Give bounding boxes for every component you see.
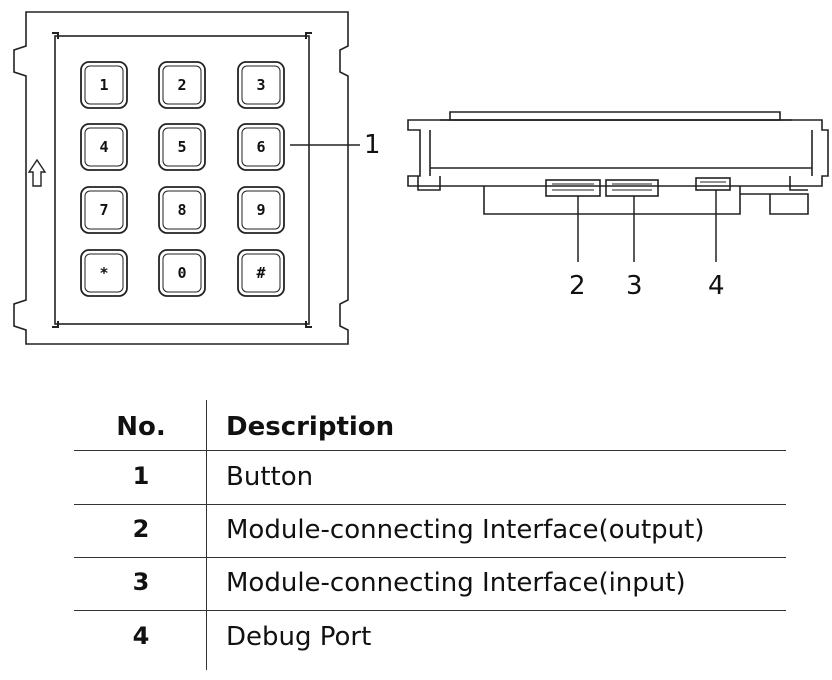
keypad-key-label: 7 bbox=[99, 201, 108, 219]
output-connector bbox=[545, 179, 601, 197]
keypad-key: 8 bbox=[158, 186, 206, 234]
keypad-key: 2 bbox=[158, 61, 206, 109]
keypad-key: 5 bbox=[158, 123, 206, 171]
keypad-key: 4 bbox=[80, 123, 128, 171]
callout-2-label: 2 bbox=[569, 271, 586, 301]
keypad-module-diagram: 1 2 3 4 5 6 7 8 9 * 0 # 1 2 3 4 bbox=[13, 11, 829, 345]
keypad-key-label: 8 bbox=[177, 201, 186, 219]
table-rule bbox=[74, 450, 786, 451]
front-view bbox=[13, 11, 349, 345]
front-outer-frame bbox=[13, 11, 349, 345]
side-bottom-board bbox=[483, 186, 741, 215]
table-rule bbox=[74, 610, 786, 611]
keypad-key-label: 1 bbox=[99, 76, 108, 94]
keypad-key-label: 4 bbox=[99, 138, 108, 156]
keypad-key: 0 bbox=[158, 249, 206, 297]
keypad-key-label: 5 bbox=[177, 138, 186, 156]
keypad-key: * bbox=[80, 249, 128, 297]
row-no: 1 bbox=[132, 462, 150, 490]
row-description: Module-connecting Interface(input) bbox=[226, 568, 686, 598]
row-no: 3 bbox=[132, 568, 150, 596]
keypad-key: 3 bbox=[237, 61, 285, 109]
table-rule bbox=[74, 504, 786, 505]
row-no: 2 bbox=[132, 515, 150, 543]
header-description: Description bbox=[226, 412, 395, 442]
keypad-key: # bbox=[237, 249, 285, 297]
keypad-keys: 1 2 3 4 5 6 7 8 9 * 0 # bbox=[80, 61, 285, 297]
keypad-key-label: 9 bbox=[256, 201, 265, 219]
keypad-key-label: 3 bbox=[256, 76, 265, 94]
callout-4-label: 4 bbox=[708, 271, 725, 301]
keypad-key-label: # bbox=[256, 264, 265, 282]
callout-3-label: 3 bbox=[626, 271, 643, 301]
table-header-row: No. Description bbox=[74, 410, 786, 450]
row-no: 4 bbox=[132, 622, 150, 650]
keypad-key: 1 bbox=[80, 61, 128, 109]
legend-table: No. Description 1 Button 2 Module-connec… bbox=[74, 400, 786, 670]
row-description: Debug Port bbox=[226, 622, 372, 652]
row-description: Module-connecting Interface(output) bbox=[226, 515, 705, 545]
table-rule bbox=[74, 557, 786, 558]
up-arrow-icon bbox=[27, 158, 47, 187]
row-description: Button bbox=[226, 462, 314, 492]
side-main-body bbox=[407, 119, 829, 187]
side-view bbox=[407, 111, 829, 215]
keypad-key: 9 bbox=[237, 186, 285, 234]
callout-1-label: 1 bbox=[364, 130, 381, 160]
table-column-divider bbox=[206, 400, 207, 670]
keypad-key-label: 2 bbox=[177, 76, 186, 94]
header-no: No. bbox=[116, 412, 166, 442]
keypad-key: 7 bbox=[80, 186, 128, 234]
front-inner-panel bbox=[54, 35, 310, 325]
debug-connector bbox=[695, 177, 731, 191]
keypad-key-label: 0 bbox=[177, 264, 186, 282]
keypad-key-label: 6 bbox=[256, 138, 265, 156]
keypad-key-label: * bbox=[99, 264, 108, 282]
keypad-key: 6 bbox=[237, 123, 285, 171]
input-connector bbox=[605, 179, 659, 197]
